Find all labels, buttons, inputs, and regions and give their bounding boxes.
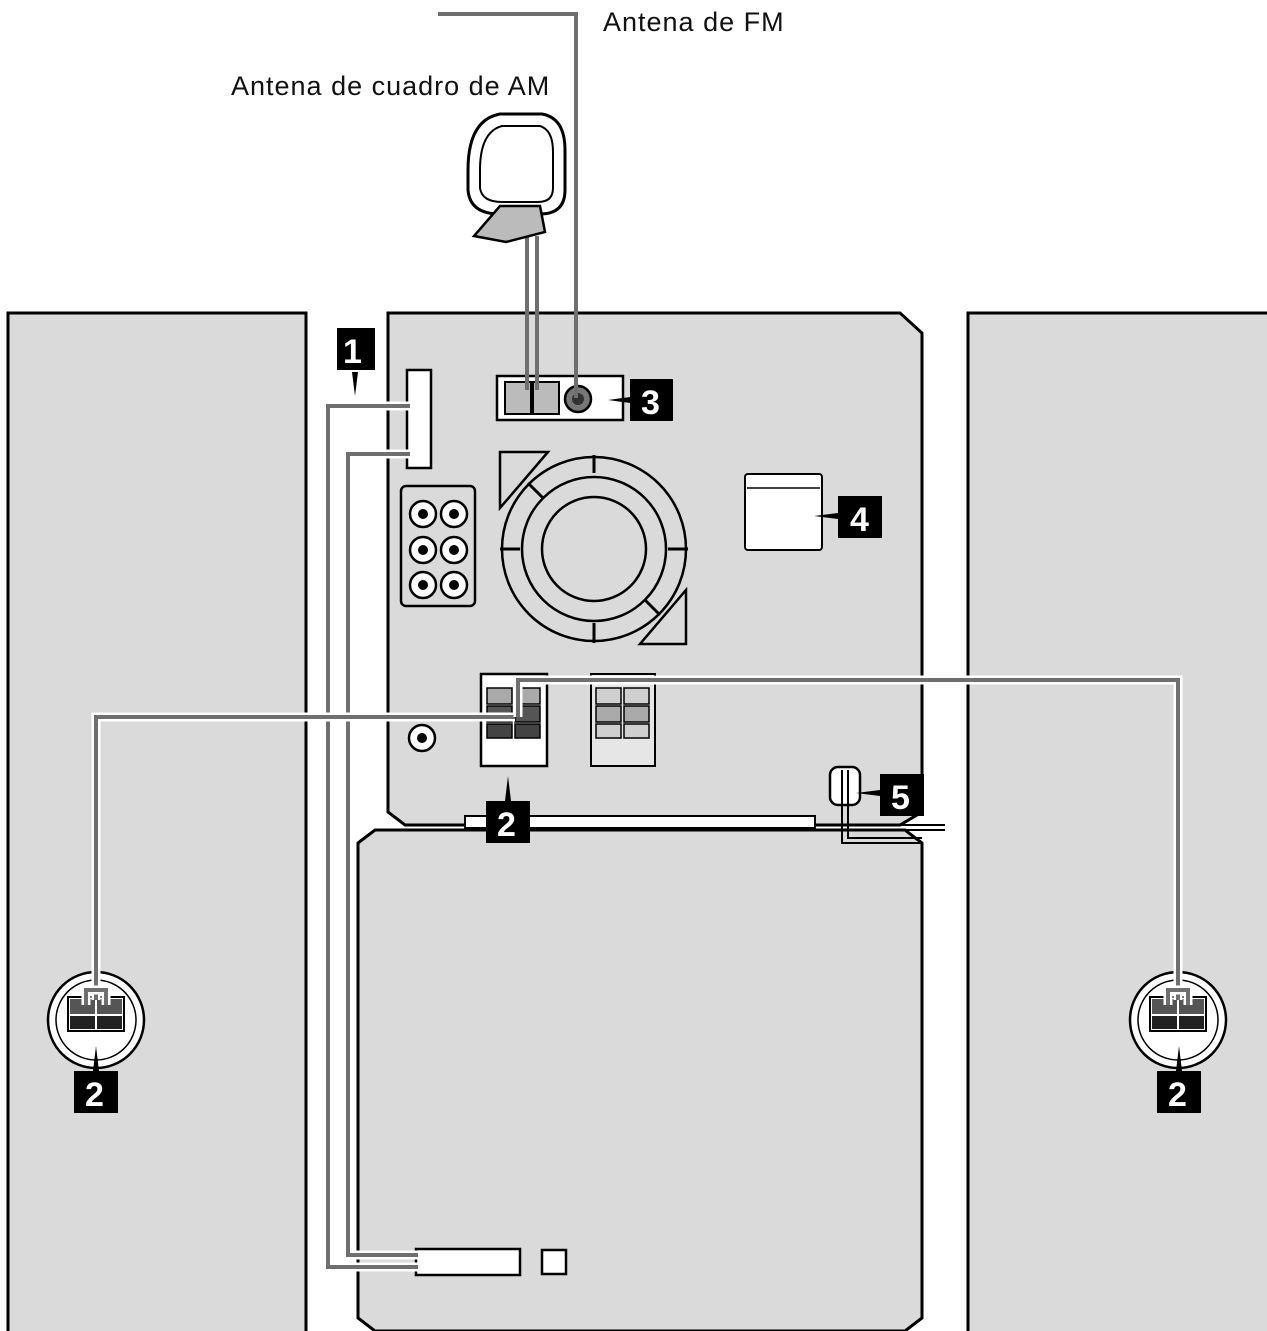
right-speaker <box>966 311 1267 1331</box>
right-speaker-terminal[interactable] <box>1149 996 1207 1032</box>
fm-antenna-label: Antena de FM <box>603 7 785 37</box>
left-speaker <box>6 311 308 1331</box>
svg-text:5: 5 <box>891 779 910 817</box>
callout-4: 4 <box>814 496 882 539</box>
callout-2-center: 2 <box>486 776 530 844</box>
svg-text:2: 2 <box>497 806 516 844</box>
callout-5: 5 <box>856 774 924 817</box>
small-socket-lower[interactable] <box>540 1248 568 1276</box>
callout-1: 1 <box>337 328 375 396</box>
svg-text:3: 3 <box>641 384 660 422</box>
callout-2-right: 2 <box>1157 1046 1201 1114</box>
callout-2-left: 2 <box>74 1046 118 1114</box>
system-cable-socket[interactable] <box>405 368 433 470</box>
svg-text:2: 2 <box>1168 1076 1187 1114</box>
system-cable-socket-lower[interactable] <box>414 1247 522 1277</box>
fan-grille <box>498 450 688 646</box>
svg-text:1: 1 <box>343 333 362 371</box>
wires <box>81 12 1193 1272</box>
callout-3: 3 <box>608 379 673 422</box>
power-cord-clip[interactable] <box>828 765 945 844</box>
am-loop-antenna-label: Antena de cuadro de AM <box>231 71 550 101</box>
am-loop-antenna <box>466 112 567 244</box>
left-speaker-terminal[interactable] <box>67 996 125 1032</box>
svg-text:2: 2 <box>85 1076 104 1114</box>
main-speaker-terminal-surround[interactable] <box>590 673 656 767</box>
svg-text:4: 4 <box>850 501 869 539</box>
rating-label <box>744 473 823 551</box>
rca-jacks[interactable] <box>399 484 477 608</box>
antenna-terminal[interactable] <box>495 374 625 422</box>
main-unit-lower <box>356 828 924 1331</box>
small-jack[interactable] <box>407 723 437 753</box>
